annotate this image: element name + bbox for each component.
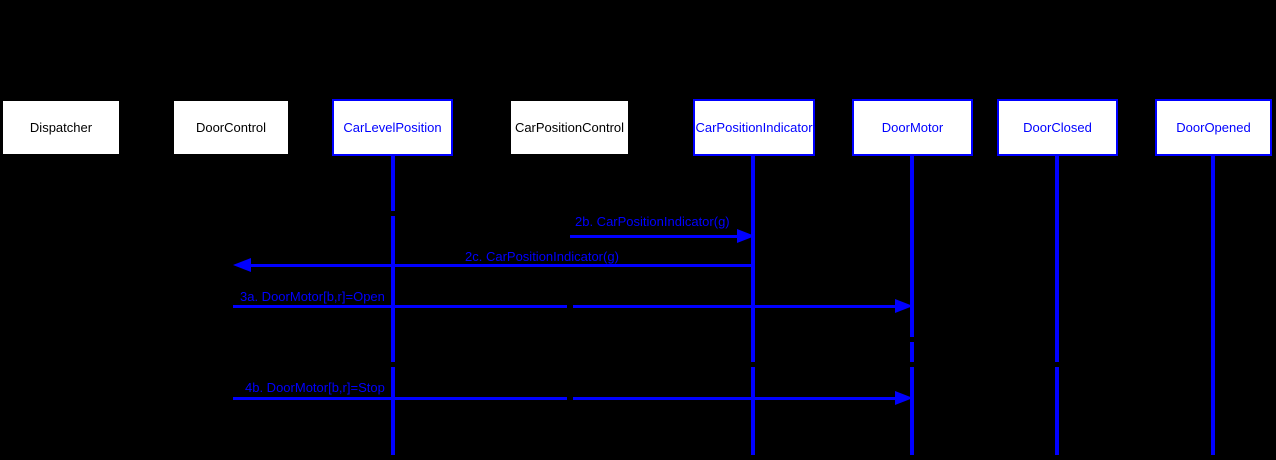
message-line-2b [570, 235, 743, 238]
lifeline-dispatcher [59, 155, 63, 455]
arrow-icon-2c [233, 258, 251, 272]
object-label-door-control: DoorControl [195, 120, 267, 135]
object-label-car-level-position: CarLevelPosition [343, 120, 442, 135]
object-label-door-opened: DoorOpened [1176, 120, 1251, 135]
lifeline-door-opened [1211, 155, 1215, 455]
hidden-message-2 [231, 362, 1150, 367]
object-box-door-closed: DoorClosed [997, 99, 1118, 156]
object-box-car-position-control: CarPositionControl [509, 99, 630, 156]
lifeline-door-control [229, 155, 233, 455]
lifeline-door-closed [1055, 155, 1059, 455]
message-label-2b: 2b. CarPositionIndicator(g) [575, 214, 730, 229]
message-label-4b: 4b. DoorMotor[b,r]=Stop [245, 380, 385, 395]
object-label-dispatcher: Dispatcher [29, 120, 93, 135]
object-box-car-position-indicator: CarPositionIndicator [693, 99, 815, 156]
object-box-car-level-position: CarLevelPosition [332, 99, 453, 156]
object-label-car-position-indicator: CarPositionIndicator [695, 120, 813, 135]
object-label-door-closed: DoorClosed [1023, 120, 1092, 135]
object-label-car-position-control: CarPositionControl [514, 120, 625, 135]
arrow-icon-4b [895, 391, 913, 405]
message-line-2c [245, 264, 753, 267]
object-label-door-motor: DoorMotor [881, 120, 944, 135]
arrow-icon-3a [895, 299, 913, 313]
object-box-door-motor: DoorMotor [852, 99, 973, 156]
hidden-message-1 [800, 337, 1000, 342]
arrow-icon-2b [737, 229, 755, 243]
object-box-dispatcher: Dispatcher [1, 99, 121, 156]
object-box-door-control: DoorControl [172, 99, 290, 156]
object-box-door-opened: DoorOpened [1155, 99, 1272, 156]
message-label-2c: 2c. CarPositionIndicator(g) [465, 249, 619, 264]
lifeline-car-position-control [567, 155, 573, 455]
hidden-message-0 [231, 211, 570, 216]
message-label-3a: 3a. DoorMotor[b,r]=Open [240, 289, 385, 304]
